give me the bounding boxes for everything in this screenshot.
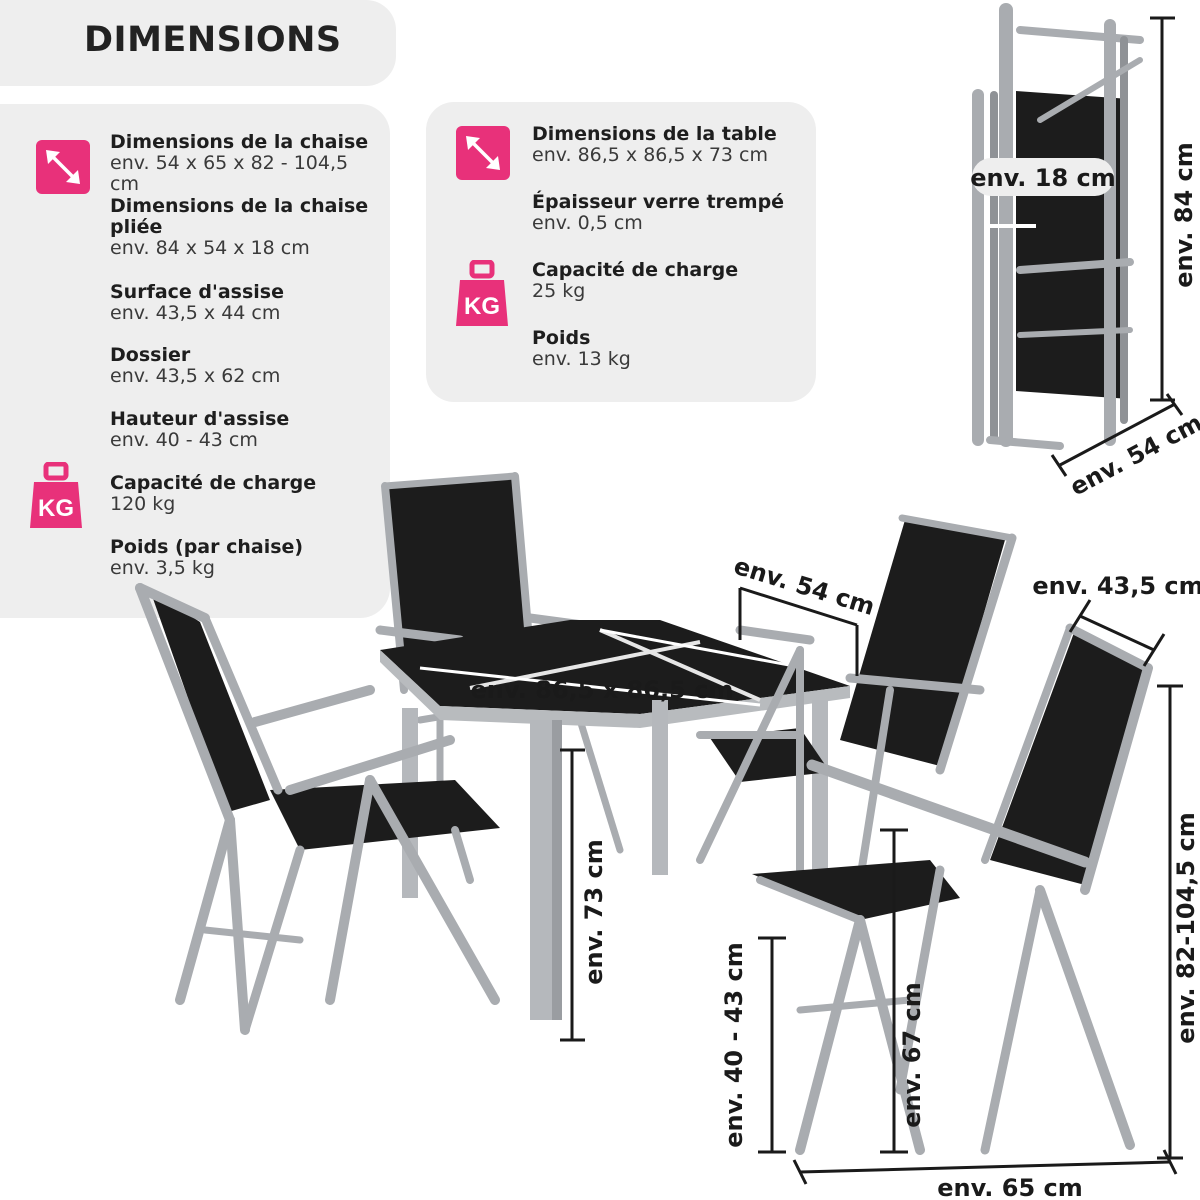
diagonal-arrow-icon [456, 126, 510, 180]
folded-height-label: env. 84 cm [1170, 142, 1198, 288]
spec-value: env. 40 - 43 cm [110, 429, 258, 451]
spec-value: env. 13 kg [532, 348, 631, 370]
spec-seat-surface: Surface d'assise env. 43,5 x 44 cm [110, 282, 380, 324]
folded-depth-badge [972, 158, 1114, 196]
chair-width-label: env. 54 cm [731, 552, 878, 621]
spec-glass-thickness: Épaisseur verre trempé env. 0,5 cm [532, 192, 812, 234]
spec-label: Dimensions de la chaise [110, 131, 369, 153]
folded-depth-label: env. 18 cm [970, 164, 1116, 192]
spec-label: Surface d'assise [110, 281, 284, 303]
spec-value: env. 84 x 54 x 18 cm [110, 237, 310, 259]
page-title: DIMENSIONS [84, 20, 342, 60]
chair-height-label: env. 82-104,5 cm [1172, 812, 1200, 1043]
svg-text:KG: KG [38, 495, 74, 522]
spec-label: Dimensions de la chaise pliée [110, 195, 369, 238]
spec-label: Épaisseur verre trempé [532, 191, 785, 213]
spec-chair-dimensions: Dimensions de la chaise env. 54 x 65 x 8… [110, 132, 380, 195]
backrest-width-label: env. 43,5 cm [1032, 572, 1200, 600]
dim-line-chair-width [739, 586, 858, 627]
dim-line-table-top [419, 666, 761, 707]
spec-folded-dimensions: Dimensions de la chaise pliée env. 84 x … [110, 196, 380, 259]
spec-backrest: Dossier env. 43,5 x 62 cm [110, 345, 380, 387]
spec-label: Capacité de charge [110, 472, 317, 494]
spec-label: Poids [532, 327, 591, 349]
chair-depth-label: env. 65 cm [937, 1174, 1083, 1200]
spec-value: env. 3,5 kg [110, 557, 215, 579]
svg-text:KG: KG [464, 293, 500, 320]
diagonal-arrow-icon [36, 140, 90, 194]
spec-chair-load: Capacité de charge 120 kg [110, 473, 380, 515]
weight-kg-icon: KG [30, 462, 82, 528]
spec-label: Dossier [110, 344, 191, 366]
table-top-label: env. 86,5 x 86,5 cm [471, 676, 734, 704]
chair-back-left [375, 472, 624, 854]
spec-value: 25 kg [532, 280, 586, 302]
table-height-label: env. 73 cm [580, 839, 608, 985]
chair-front-left [135, 583, 500, 1035]
glass-table [380, 620, 850, 1020]
dim-line-backrest-width [1079, 614, 1155, 652]
spec-table-dimensions: Dimensions de la table env. 86,5 x 86,5 … [532, 124, 812, 166]
spec-label: Hauteur d'assise [110, 408, 290, 430]
spec-label: Capacité de charge [532, 259, 739, 281]
spec-value: env. 43,5 x 62 cm [110, 365, 281, 387]
spec-value: env. 43,5 x 44 cm [110, 302, 281, 324]
folded-width-label: env. 54 cm [1065, 408, 1200, 501]
spec-label: Poids (par chaise) [110, 536, 304, 558]
weight-kg-icon: KG [456, 260, 508, 326]
spec-seat-height: Hauteur d'assise env. 40 - 43 cm [110, 409, 380, 451]
dim-line-chair-depth [799, 1160, 1171, 1174]
spec-value: env. 0,5 cm [532, 212, 643, 234]
spec-value: 120 kg [110, 493, 176, 515]
armrest-height-label: env. 67 cm [898, 982, 926, 1128]
heading-pill: DIMENSIONS [0, 0, 396, 86]
dim-line-folded-width [1059, 402, 1176, 467]
chair-front-right [752, 623, 1153, 1155]
spec-label: Dimensions de la table [532, 123, 777, 145]
spec-chair-weight: Poids (par chaise) env. 3,5 kg [110, 537, 380, 579]
spec-table-load: Capacité de charge 25 kg [532, 260, 812, 302]
spec-value: env. 86,5 x 86,5 x 73 cm [532, 144, 769, 166]
seat-height-label: env. 40 - 43 cm [720, 942, 748, 1148]
spec-value: env. 54 x 65 x 82 - 104,5 cm [110, 152, 349, 195]
spec-table-weight: Poids env. 13 kg [532, 328, 812, 370]
